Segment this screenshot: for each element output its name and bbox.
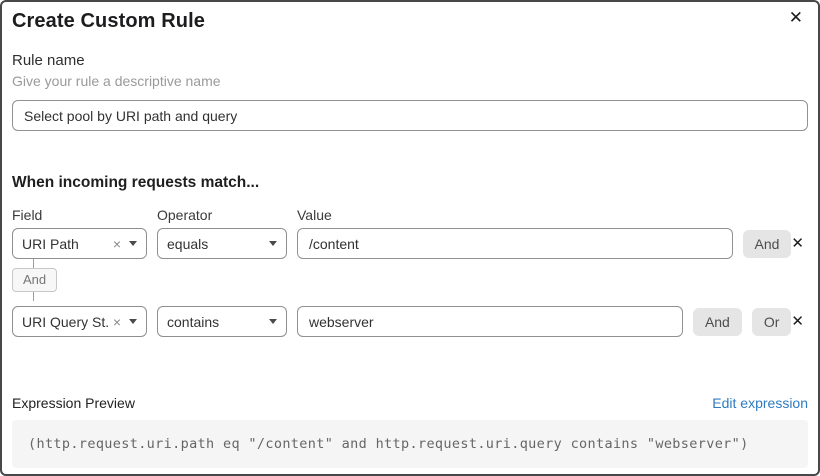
expression-code: (http.request.uri.path eq "/content" and…	[28, 436, 749, 452]
value-column-label: Value	[297, 207, 332, 223]
expression-preview-label: Expression Preview	[12, 395, 135, 411]
field-select-1-value: URI Path	[22, 235, 79, 252]
dialog-title: Create Custom Rule	[12, 10, 205, 32]
operator-select-1-value: equals	[167, 235, 209, 252]
operator-select-2[interactable]: contains	[157, 306, 287, 337]
value-input-2[interactable]	[297, 306, 683, 337]
clear-icon[interactable]: ×	[112, 235, 121, 252]
operator-column-label: Operator	[157, 207, 213, 223]
operator-select-1[interactable]: equals	[157, 228, 287, 259]
close-icon[interactable]: ✕	[788, 8, 803, 27]
condition-row-1: URI Path × equals And ✕	[12, 228, 808, 259]
add-and-condition-button-2[interactable]: And	[692, 307, 742, 336]
chevron-down-icon	[129, 241, 137, 246]
value-input-1[interactable]	[297, 228, 733, 259]
condition-connector: And	[12, 259, 808, 301]
condition-row-2: URI Query St... × contains And Or ✕	[12, 306, 808, 337]
match-section-heading: When incoming requests match...	[12, 174, 260, 191]
edit-expression-link[interactable]: Edit expression	[712, 395, 808, 411]
operator-select-2-value: contains	[167, 313, 220, 330]
remove-condition-icon-1[interactable]: ✕	[791, 234, 804, 252]
rule-name-label: Rule name	[12, 52, 85, 69]
rule-name-input[interactable]	[12, 100, 808, 131]
chevron-down-icon	[129, 319, 137, 324]
chevron-down-icon	[269, 241, 277, 246]
field-select-1[interactable]: URI Path ×	[12, 228, 147, 259]
clear-icon[interactable]: ×	[112, 313, 121, 330]
chevron-down-icon	[269, 319, 277, 324]
add-and-condition-button-1[interactable]: And	[742, 229, 792, 258]
expression-code-box: (http.request.uri.path eq "/content" and…	[12, 420, 808, 468]
add-or-condition-button-2[interactable]: Or	[751, 307, 792, 336]
condition-column-labels: Field Operator Value	[12, 207, 808, 223]
field-select-2-value: URI Query St...	[22, 313, 109, 330]
connector-and-badge: And	[12, 268, 58, 292]
remove-condition-icon-2[interactable]: ✕	[791, 312, 804, 330]
expression-preview-header: Expression Preview Edit expression	[12, 395, 808, 411]
field-column-label: Field	[12, 207, 43, 223]
field-select-2[interactable]: URI Query St... ×	[12, 306, 147, 337]
rule-name-helper: Give your rule a descriptive name	[12, 73, 221, 89]
